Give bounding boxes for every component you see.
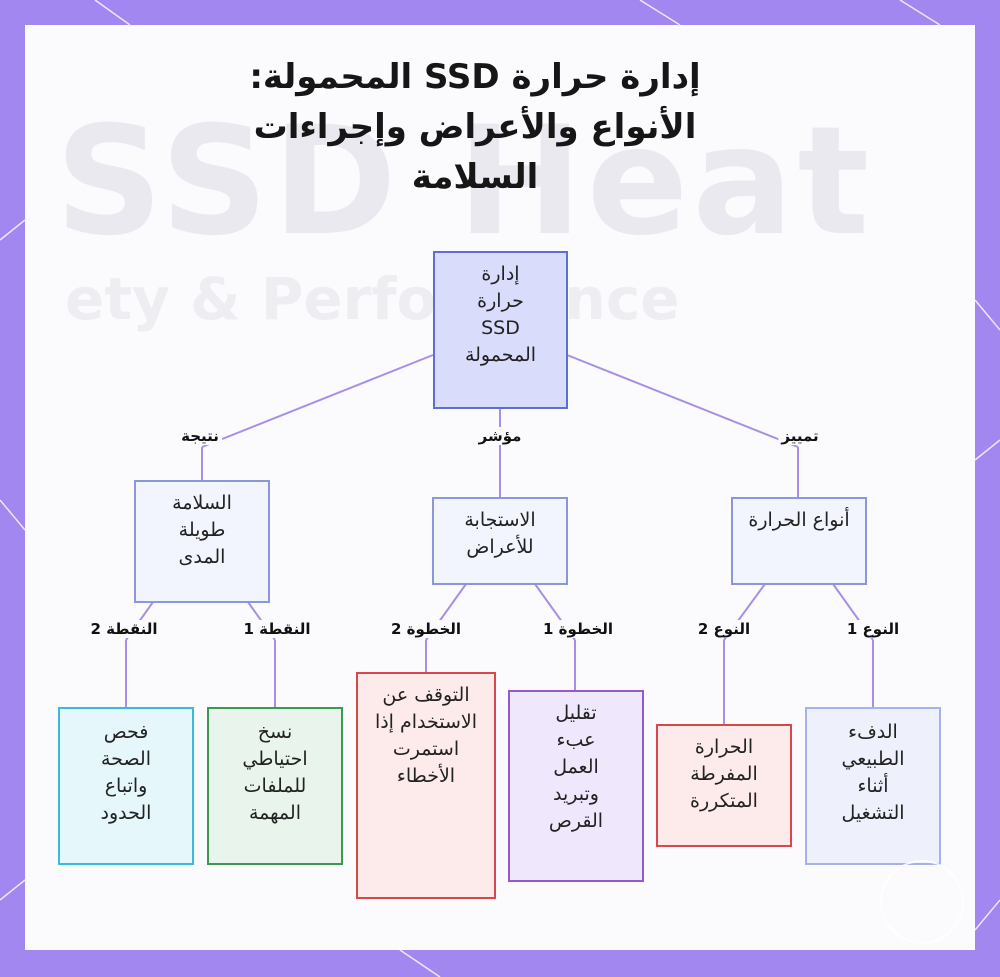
node-backup: نسخ احتياطي للملفات المهمة — [207, 707, 343, 865]
edge-label-step2: الخطوة 2 — [387, 620, 465, 638]
node-excess-heat: الحرارة المفرطة المتكررة — [656, 724, 792, 847]
brand-logo-icon — [880, 860, 964, 944]
edge-label-type1: النوع 1 — [843, 620, 903, 638]
edge-label-distinguish: تمييز — [778, 427, 822, 445]
node-heat-types: أنواع الحرارة — [731, 497, 867, 585]
background-watermark: SSD Heat — [55, 95, 874, 269]
edge-label-point2: النقطة 2 — [87, 620, 161, 638]
background-watermark-subtitle: ety & Performance — [65, 265, 680, 333]
node-root: إدارة حرارة SSD المحمولة — [433, 251, 568, 409]
edge-label-indicator: مؤشر — [475, 427, 525, 445]
edge-label-step1: الخطوة 1 — [539, 620, 617, 638]
node-long-term-safety: السلامة طويلة المدى — [134, 480, 270, 603]
node-reduce-load: تقليل عبء العمل وتبريد القرص — [508, 690, 644, 882]
node-health-check: فحص الصحة واتباع الحدود — [58, 707, 194, 865]
node-symptom-response: الاستجابة للأعراض — [432, 497, 568, 585]
edge-label-point1: النقطة 1 — [240, 620, 314, 638]
diagram-title: إدارة حرارة SSD المحمولة: الأنواع والأعر… — [249, 57, 701, 197]
node-normal-heat: الدفء الطبيعي أثناء التشغيل — [805, 707, 941, 865]
node-stop-use: التوقف عن الاستخدام إذا استمرت الأخطاء — [356, 672, 496, 899]
edge-label-result: نتيجة — [178, 427, 222, 445]
edge-label-type2: النوع 2 — [694, 620, 754, 638]
